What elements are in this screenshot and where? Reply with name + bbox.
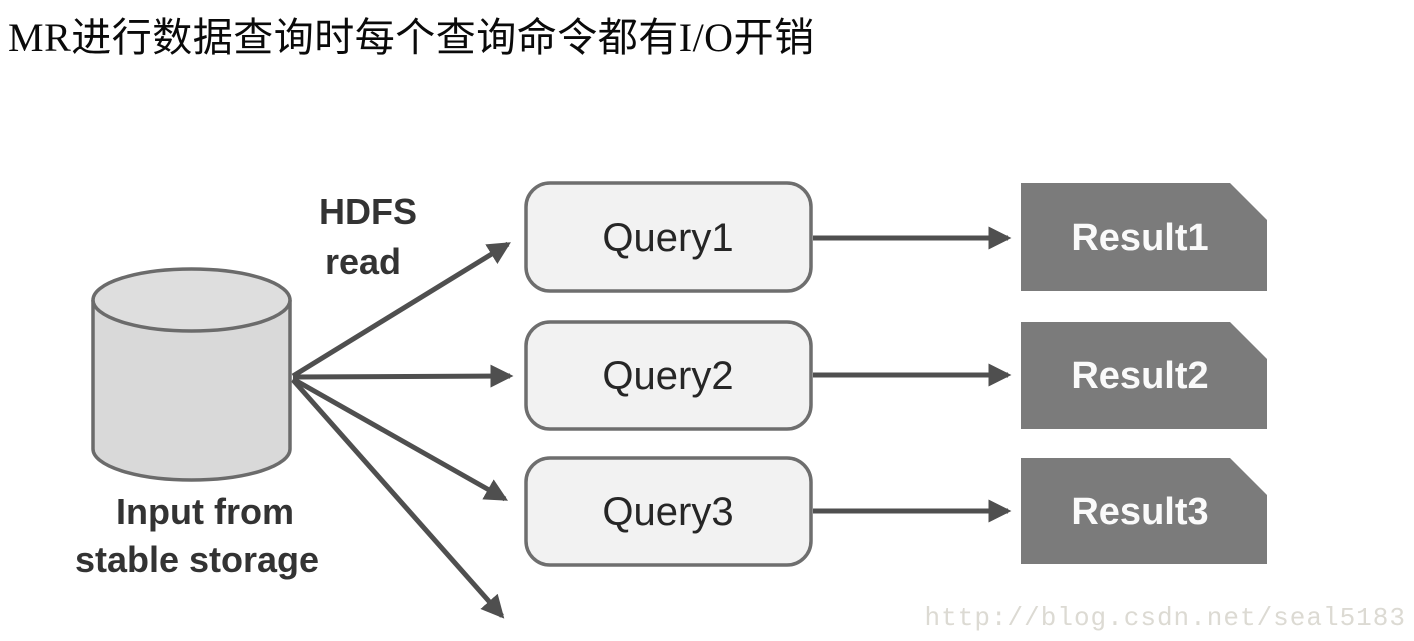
hdfs-read-label-line2: read bbox=[325, 241, 401, 282]
query1-label: Query1 bbox=[602, 216, 733, 260]
query3-label: Query3 bbox=[602, 490, 733, 534]
result3-node: Result3 bbox=[1021, 458, 1267, 564]
hdfs-read-label: HDFS read bbox=[319, 191, 417, 282]
query2-node: Query2 bbox=[524, 320, 813, 431]
storage-label-line2: stable storage bbox=[75, 539, 319, 580]
hdfs-read-arrows bbox=[291, 241, 514, 619]
arrow-storage-to-query1 bbox=[291, 241, 511, 379]
cylinder-top bbox=[91, 267, 292, 333]
storage-label: Input from stable storage bbox=[75, 491, 319, 580]
result2-label: Result2 bbox=[1071, 355, 1208, 397]
result2-box bbox=[1021, 322, 1267, 429]
result3-box bbox=[1021, 458, 1267, 564]
query3-box bbox=[524, 456, 813, 567]
query2-box bbox=[524, 320, 813, 431]
arrow-storage-to-query3 bbox=[291, 376, 509, 502]
query1-node: Query1 bbox=[524, 181, 813, 293]
result1-box bbox=[1021, 183, 1267, 291]
storage-label-line1: Input from bbox=[116, 491, 294, 532]
query2-label: Query2 bbox=[602, 354, 733, 398]
database-cylinder-icon bbox=[91, 267, 292, 482]
query-nodes: Query1 Query2 Query3 bbox=[524, 181, 813, 567]
watermark: http://blog.csdn.net/seal5183 bbox=[924, 603, 1406, 633]
cylinder-body bbox=[91, 300, 292, 482]
result-nodes: Result1 Result2 Result3 bbox=[1021, 183, 1267, 564]
arrow-storage-to-more bbox=[291, 378, 505, 619]
result1-label: Result1 bbox=[1071, 217, 1208, 259]
query3-node: Query3 bbox=[524, 456, 813, 567]
arrow-storage-to-query2 bbox=[292, 364, 514, 388]
query1-box bbox=[524, 181, 813, 293]
result2-node: Result2 bbox=[1021, 322, 1267, 429]
hdfs-read-label-line1: HDFS bbox=[319, 191, 417, 232]
result3-label: Result3 bbox=[1071, 491, 1208, 533]
page-title: MR进行数据查询时每个查询命令都有I/O开销 bbox=[8, 15, 815, 60]
result1-node: Result1 bbox=[1021, 183, 1267, 291]
query-result-arrows bbox=[813, 226, 1012, 523]
